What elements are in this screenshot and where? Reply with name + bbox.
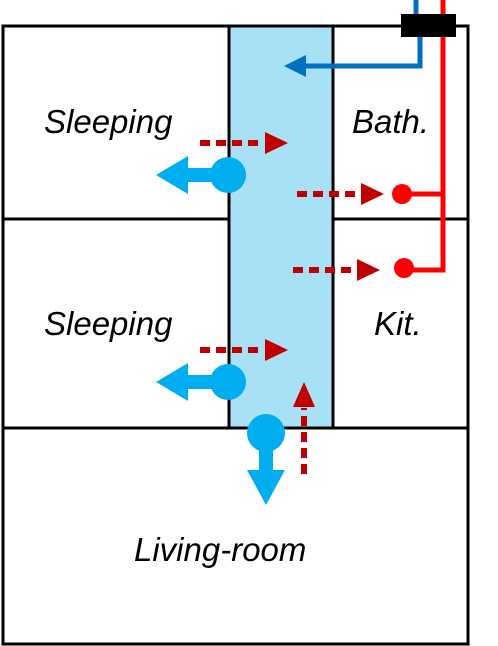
room-label-sleeping-bottom: Sleeping bbox=[44, 305, 173, 342]
room-label-sleeping-top: Sleeping bbox=[44, 103, 173, 140]
extract-arrow-to-kitchen bbox=[293, 259, 380, 281]
room-label-kitchen: Kit. bbox=[374, 305, 422, 342]
extract-terminal-bath bbox=[392, 184, 412, 204]
extract-arrow-living-up bbox=[293, 382, 315, 474]
room-label-living: Living-room bbox=[134, 531, 307, 568]
cold-water-pipe bbox=[300, 0, 423, 69]
extract-terminal-kitchen bbox=[394, 258, 414, 278]
supply-terminals bbox=[156, 156, 285, 505]
extract-arrow-sleeping-2 bbox=[200, 339, 288, 361]
corridor bbox=[229, 26, 333, 428]
extract-air-arrows bbox=[200, 132, 384, 474]
extract-arrow-to-bath bbox=[297, 183, 384, 205]
walls bbox=[1, 24, 470, 646]
extract-arrow-sleeping-1 bbox=[200, 132, 288, 154]
supply-terminal-living bbox=[247, 414, 285, 505]
room-label-bath: Bath. bbox=[352, 103, 430, 140]
outer-wall bbox=[1, 24, 470, 646]
ventilation-unit-icon bbox=[401, 14, 456, 37]
cold-water-arrowhead bbox=[284, 55, 306, 77]
supply-terminal-sleeping-2 bbox=[156, 363, 246, 401]
supply-terminal-sleeping-1 bbox=[156, 156, 246, 194]
